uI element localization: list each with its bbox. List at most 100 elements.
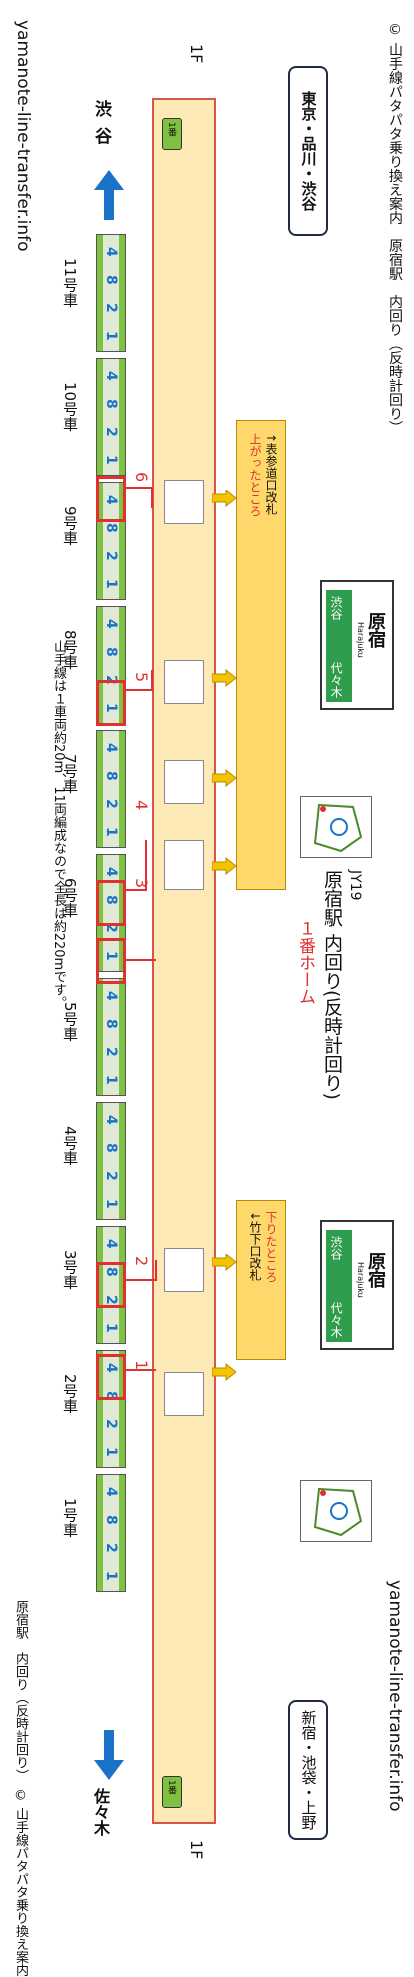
car-label: 6号車 bbox=[61, 878, 79, 918]
escalator-icon-4 bbox=[164, 760, 204, 804]
door-number: 2 bbox=[103, 1543, 119, 1553]
direction-box-bottom: 新宿・池袋・上野 bbox=[288, 1700, 328, 1840]
door-highlight-3b bbox=[96, 938, 126, 984]
car-label: 2号車 bbox=[61, 1374, 79, 1414]
exit-sublabel-north: 上がったところ bbox=[248, 433, 262, 517]
platform-badge-bottom: 1番 bbox=[162, 1776, 182, 1808]
car-label: 4号車 bbox=[61, 1126, 79, 1166]
door-number: 8 bbox=[103, 523, 119, 533]
direction-station-bottom: 佐々木 bbox=[91, 1788, 110, 1836]
stairs-icon-1 bbox=[164, 1372, 204, 1416]
concourse-north: ↑表参道口改札 上がったところ bbox=[236, 420, 286, 890]
site-url-left[interactable]: yamanote-line-transfer.info bbox=[13, 20, 33, 252]
door-number: 4 bbox=[103, 867, 119, 877]
door-number: 1 bbox=[103, 1323, 119, 1333]
elevator-icon-3 bbox=[164, 840, 204, 890]
door-number: 8 bbox=[103, 275, 119, 285]
car-label: 5号車 bbox=[61, 1002, 79, 1042]
marker-6: 6 bbox=[132, 472, 151, 483]
door-number: 1 bbox=[103, 1571, 119, 1581]
door-number: 4 bbox=[103, 1239, 119, 1249]
connector-arrows-south bbox=[212, 1254, 236, 1382]
train-car: 4 8 2 1 bbox=[96, 1474, 126, 1592]
direction-via-top: 東京・品川・渋谷 bbox=[299, 91, 318, 211]
door-number: 2 bbox=[103, 1419, 119, 1429]
door-number: 8 bbox=[103, 1391, 119, 1401]
door-number: 4 bbox=[103, 619, 119, 629]
door-number: 1 bbox=[103, 1075, 119, 1085]
car-label: 11号車 bbox=[61, 258, 79, 308]
door-number: 1 bbox=[103, 703, 119, 713]
car-label: 7号車 bbox=[61, 754, 79, 794]
door-highlight-6 bbox=[96, 476, 126, 522]
exit-label-south[interactable]: ↓竹下口改札 bbox=[248, 1211, 262, 1282]
door-number: 1 bbox=[103, 1447, 119, 1457]
door-number: 1 bbox=[103, 827, 119, 837]
arrow-up-icon bbox=[94, 170, 124, 220]
marker-3: 3 bbox=[132, 878, 151, 889]
door-number: 2 bbox=[103, 1171, 119, 1181]
stairs-icon-5 bbox=[164, 660, 204, 704]
door-connection-lines bbox=[124, 487, 157, 1371]
door-number: 2 bbox=[103, 303, 119, 313]
door-number: 4 bbox=[103, 743, 119, 753]
door-number: 4 bbox=[103, 1115, 119, 1125]
arrow-down-icon bbox=[94, 1730, 124, 1780]
exit-label-north[interactable]: ↑表参道口改札 bbox=[264, 433, 278, 516]
exit-sublabel-south: 下りたところ bbox=[264, 1211, 278, 1283]
door-number: 8 bbox=[103, 399, 119, 409]
door-number: 1 bbox=[103, 455, 119, 465]
door-number: 4 bbox=[103, 1487, 119, 1497]
floor-label-bottom: 1F bbox=[187, 1840, 206, 1860]
door-number: 2 bbox=[103, 1047, 119, 1057]
door-number: 2 bbox=[103, 1295, 119, 1305]
door-number: 4 bbox=[103, 371, 119, 381]
site-url-right[interactable]: yamanote-line-transfer.info bbox=[385, 1580, 405, 1812]
floor-label-top: 1F bbox=[187, 44, 206, 64]
door-highlight-3a bbox=[96, 880, 126, 926]
loop-map-icon-2 bbox=[300, 1480, 372, 1542]
door-number: 8 bbox=[103, 1267, 119, 1277]
direction-via-bottom: 新宿・池袋・上野 bbox=[299, 1710, 318, 1830]
car-label: 8号車 bbox=[61, 630, 79, 670]
station-sign-2: 渋谷 代々木 原宿 Harajuku bbox=[320, 1220, 394, 1350]
train-car: 4 8 2 1 bbox=[96, 482, 126, 600]
door-highlight-1 bbox=[96, 1354, 126, 1400]
door-number: 8 bbox=[103, 1515, 119, 1525]
station-title: 原宿駅 内回り(反時計回り) bbox=[321, 870, 343, 1100]
stairs-icon-2 bbox=[164, 1248, 204, 1292]
door-number: 4 bbox=[103, 1363, 119, 1373]
door-number: 4 bbox=[103, 247, 119, 257]
car-label: 3号車 bbox=[61, 1250, 79, 1290]
car-label: 9号車 bbox=[61, 506, 79, 546]
direction-station-top: 渋谷 bbox=[91, 100, 111, 154]
door-number: 8 bbox=[103, 895, 119, 905]
door-number: 4 bbox=[103, 495, 119, 505]
marker-2: 2 bbox=[132, 1256, 151, 1267]
direction-box-top: 東京・品川・渋谷 bbox=[288, 66, 328, 236]
door-number: 8 bbox=[103, 771, 119, 781]
copyright-top: © 山手線パタパタ乗り換え案内 原宿駅 内回り（反時計回り） bbox=[387, 22, 403, 435]
door-number: 1 bbox=[103, 579, 119, 589]
station-sign-1: 渋谷 代々木 原宿 Harajuku bbox=[320, 580, 394, 710]
door-number: 4 bbox=[103, 991, 119, 1001]
door-number: 8 bbox=[103, 1019, 119, 1029]
train-car: 4 8 2 1 bbox=[96, 978, 126, 1096]
door-highlight-2 bbox=[96, 1262, 126, 1308]
station-code: JY19 bbox=[347, 870, 363, 901]
door-number: 8 bbox=[103, 647, 119, 657]
platform-badge-top: 1番 bbox=[162, 118, 182, 150]
door-number: 2 bbox=[103, 923, 119, 933]
door-number: 2 bbox=[103, 551, 119, 561]
connector-arrows bbox=[212, 490, 236, 876]
train-length-note: 山手線は１車両約20m、11両編成なので全長は約220mです。 bbox=[51, 640, 66, 1010]
car-label: 1号車 bbox=[61, 1498, 79, 1538]
door-number: 1 bbox=[103, 1199, 119, 1209]
car-label: 10号車 bbox=[61, 382, 79, 432]
loop-map-icon bbox=[300, 796, 372, 858]
